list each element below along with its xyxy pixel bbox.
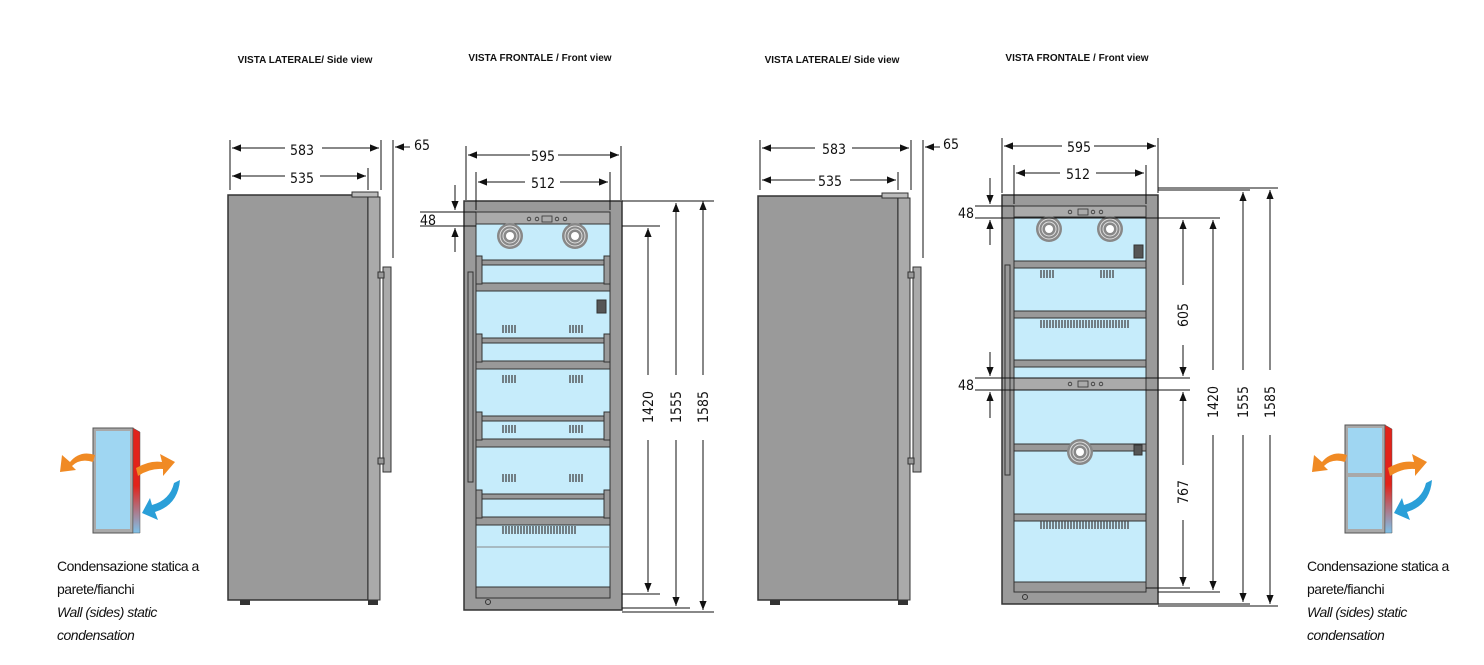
caption-title-en-2: condensation (1307, 627, 1385, 643)
dim-lower-compartment: 767 (1176, 480, 1192, 504)
caption-title-en-2: condensation (57, 627, 135, 643)
side-view-left: 583 535 65 (227, 138, 430, 605)
front-view-label-left: VISTA FRONTALE / Front view (468, 53, 611, 64)
caption-title-it: Condensazione statica a (57, 558, 199, 574)
dim-depth-body: 535 (290, 171, 314, 187)
dim-depth-total: 583 (822, 142, 846, 158)
condensation-caption-right: Condensazione statica a parete/fianchi W… (1307, 555, 1449, 647)
dim-upper-compartment: 605 (1176, 303, 1192, 327)
side-view-right: 583 535 65 (757, 137, 959, 605)
dim-top-gap: 48 (958, 206, 974, 222)
dim-width-inner: 512 (531, 176, 555, 192)
dim-h-total: 1585 (1263, 386, 1279, 418)
dim-depth-total: 583 (290, 143, 314, 159)
condensation-icon-right (1312, 424, 1432, 534)
dim-width-total: 595 (531, 149, 555, 165)
front-view-left: 595 512 48 1420 1555 1585 (420, 146, 714, 613)
caption-title-en: Wall (sides) static (1307, 604, 1407, 620)
side-view-label-left: VISTA LATERALE/ Side view (238, 55, 373, 66)
caption-title-it-2: parete/fianchi (1307, 581, 1385, 597)
side-view-label-right: VISTA LATERALE/ Side view (765, 55, 900, 66)
condensation-caption-left: Condensazione statica a parete/fianchi W… (57, 555, 199, 647)
caption-title-it-2: parete/fianchi (57, 581, 135, 597)
front-view-right: 595 512 48 48 605 767 1420 1555 1585 (958, 138, 1279, 607)
caption-title-en: Wall (sides) static (57, 604, 157, 620)
dim-h-body: 1555 (669, 391, 685, 423)
dim-h-body: 1555 (1236, 386, 1252, 418)
caption-title-it: Condensazione statica a (1307, 558, 1449, 574)
dim-h-inner: 1420 (641, 391, 657, 423)
dim-handle: 65 (943, 137, 959, 153)
dim-depth-body: 535 (818, 174, 842, 190)
condensation-icon-left (60, 427, 180, 534)
dim-h-inner: 1420 (1206, 386, 1222, 418)
front-view-label-right: VISTA FRONTALE / Front view (1005, 53, 1148, 64)
dim-mid-gap: 48 (958, 378, 974, 394)
dim-handle: 65 (414, 138, 430, 154)
dim-top-gap: 48 (420, 213, 436, 229)
dim-h-total: 1585 (696, 391, 712, 423)
dim-width-total: 595 (1067, 140, 1091, 156)
dim-width-inner: 512 (1066, 167, 1090, 183)
